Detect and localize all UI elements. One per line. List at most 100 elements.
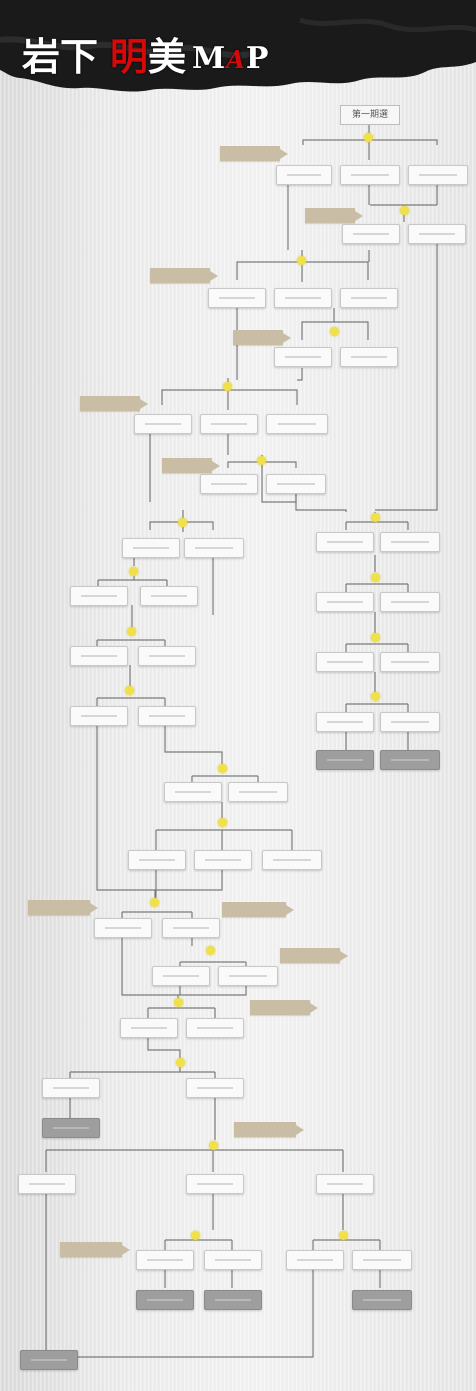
- title-part3: 美: [148, 34, 187, 79]
- choice-dot: [191, 1231, 200, 1240]
- route-node[interactable]: [316, 712, 374, 732]
- choice-dot: [257, 456, 266, 465]
- ending-node[interactable]: [380, 750, 440, 770]
- choice-dot: [339, 1231, 348, 1240]
- route-node[interactable]: [340, 347, 398, 367]
- note-tag: [220, 146, 288, 161]
- title-part1: 岩下: [22, 34, 99, 79]
- choice-dot: [218, 764, 227, 773]
- ending-node[interactable]: [42, 1118, 100, 1138]
- note-tag: [234, 1122, 304, 1137]
- note-tag: [305, 208, 363, 223]
- choice-dot: [176, 1058, 185, 1067]
- route-node[interactable]: [164, 782, 222, 802]
- ending-node[interactable]: [352, 1290, 412, 1310]
- ending-node[interactable]: [204, 1290, 262, 1310]
- route-node[interactable]: [266, 414, 328, 434]
- route-node[interactable]: [186, 1174, 244, 1194]
- route-node[interactable]: [136, 1250, 194, 1270]
- note-tag: [150, 268, 218, 283]
- route-node[interactable]: [274, 347, 332, 367]
- route-node[interactable]: [340, 288, 398, 308]
- choice-dot: [127, 627, 136, 636]
- route-node[interactable]: [138, 706, 196, 726]
- route-node[interactable]: [184, 538, 244, 558]
- choice-dot: [129, 567, 138, 576]
- route-node[interactable]: [134, 414, 192, 434]
- route-node[interactable]: [266, 474, 326, 494]
- route-node[interactable]: [162, 918, 220, 938]
- title-p: P: [245, 41, 270, 76]
- route-node[interactable]: [70, 646, 128, 666]
- route-node[interactable]: [186, 1018, 244, 1038]
- route-node[interactable]: [408, 165, 468, 185]
- route-node[interactable]: [140, 586, 198, 606]
- route-node[interactable]: [316, 592, 374, 612]
- route-node[interactable]: [152, 966, 210, 986]
- route-node[interactable]: [380, 652, 440, 672]
- choice-dot: [297, 256, 306, 265]
- title-m: M: [192, 41, 227, 76]
- choice-dot: [223, 382, 232, 391]
- route-node[interactable]: [186, 1078, 244, 1098]
- route-node[interactable]: [262, 850, 322, 870]
- route-node[interactable]: [200, 414, 258, 434]
- ending-node[interactable]: [136, 1290, 194, 1310]
- choice-dot: [371, 513, 380, 522]
- route-node[interactable]: [316, 532, 374, 552]
- route-node[interactable]: [70, 706, 128, 726]
- header-banner: 岩下 明 美 MAP: [0, 0, 476, 100]
- route-node[interactable]: [194, 850, 252, 870]
- route-node[interactable]: [204, 1250, 262, 1270]
- choice-dot: [364, 133, 373, 142]
- title-part2: 明: [110, 34, 149, 79]
- route-node[interactable]: [18, 1174, 76, 1194]
- choice-dot: [371, 633, 380, 642]
- route-node[interactable]: [138, 646, 196, 666]
- note-tag: [233, 330, 291, 345]
- choice-dot: [400, 206, 409, 215]
- route-node[interactable]: [70, 586, 128, 606]
- note-tag: [162, 458, 220, 473]
- ending-node[interactable]: [316, 750, 374, 770]
- choice-dot: [218, 818, 227, 827]
- route-node[interactable]: [342, 224, 400, 244]
- note-tag: [28, 900, 98, 915]
- route-node[interactable]: [316, 652, 374, 672]
- choice-dot: [125, 686, 134, 695]
- choice-dot: [371, 692, 380, 701]
- route-node[interactable]: [380, 712, 440, 732]
- title-a: A: [226, 45, 246, 74]
- choice-dot: [150, 898, 159, 907]
- route-node[interactable]: [128, 850, 186, 870]
- choice-dot: [174, 998, 183, 1007]
- start-node: 第一期選: [340, 105, 400, 125]
- route-node[interactable]: [42, 1078, 100, 1098]
- choice-dot: [209, 1141, 218, 1150]
- note-tag: [280, 948, 348, 963]
- route-node[interactable]: [200, 474, 258, 494]
- route-node[interactable]: [380, 532, 440, 552]
- ending-node[interactable]: [20, 1350, 78, 1370]
- choice-dot: [206, 946, 215, 955]
- route-node[interactable]: [340, 165, 400, 185]
- note-tag: [80, 396, 148, 411]
- route-node[interactable]: [276, 165, 332, 185]
- choice-dot: [371, 573, 380, 582]
- choice-dot: [330, 327, 339, 336]
- route-node[interactable]: [380, 592, 440, 612]
- route-node[interactable]: [274, 288, 332, 308]
- route-node[interactable]: [316, 1174, 374, 1194]
- route-node[interactable]: [120, 1018, 178, 1038]
- route-node[interactable]: [228, 782, 288, 802]
- route-node[interactable]: [352, 1250, 412, 1270]
- title-map: MAP: [192, 39, 269, 80]
- route-node[interactable]: [94, 918, 152, 938]
- note-tag: [60, 1242, 130, 1257]
- note-tag: [250, 1000, 318, 1015]
- route-node[interactable]: [208, 288, 266, 308]
- route-node[interactable]: [286, 1250, 344, 1270]
- route-node[interactable]: [122, 538, 180, 558]
- route-node[interactable]: [408, 224, 466, 244]
- route-node[interactable]: [218, 966, 278, 986]
